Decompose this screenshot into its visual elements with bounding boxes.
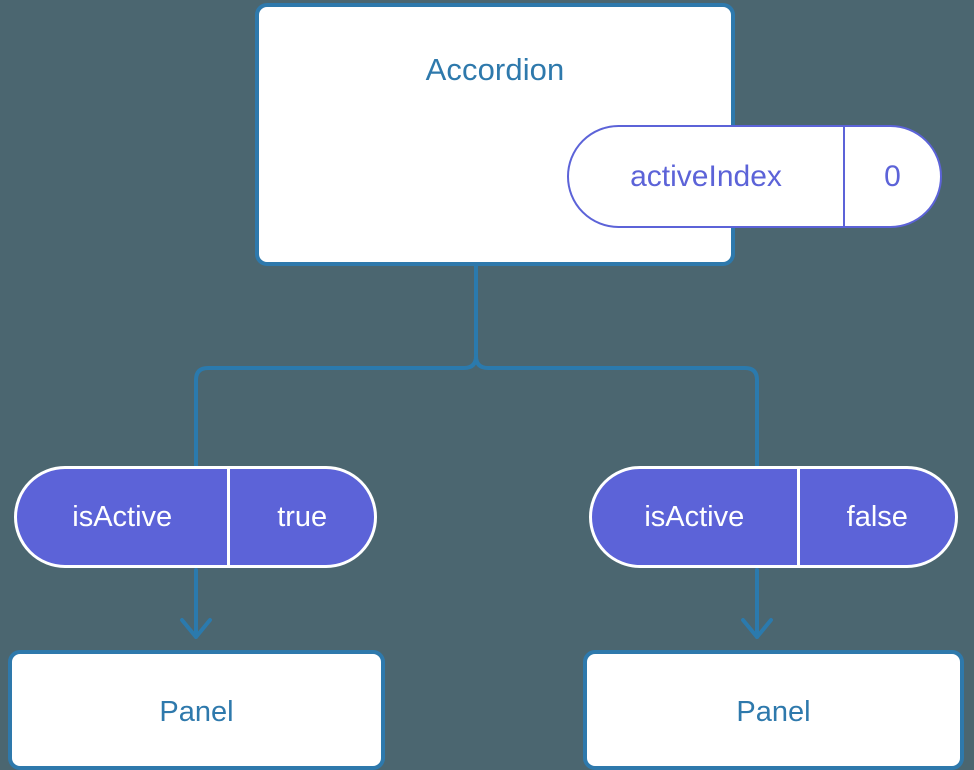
accordion-component-card[interactable]: Accordion activeIndex 0 (255, 3, 942, 266)
arrowhead-left-icon (180, 618, 212, 639)
prop-pill-key: isActive (17, 469, 231, 565)
state-pill-active-index[interactable]: activeIndex 0 (567, 125, 942, 228)
state-pill-key: activeIndex (569, 127, 846, 226)
panel-component-card-left[interactable]: Panel (8, 650, 385, 770)
prop-pill-is-active-true[interactable]: isActive true (14, 466, 377, 568)
connector-fork-to-right-prop (474, 354, 759, 468)
accordion-title: Accordion (425, 52, 565, 87)
panel-title: Panel (159, 696, 234, 728)
prop-pill-value: false (846, 500, 908, 533)
panel-component-card-right[interactable]: Panel (583, 650, 964, 770)
prop-pill-key: isActive (592, 469, 800, 565)
arrowhead-right-icon (741, 618, 773, 639)
panel-title: Panel (736, 696, 811, 728)
connector-fork-to-left-prop (194, 354, 478, 468)
prop-pill-value: true (277, 500, 328, 533)
state-pill-value: 0 (884, 159, 901, 193)
prop-pill-is-active-false[interactable]: isActive false (589, 466, 958, 568)
